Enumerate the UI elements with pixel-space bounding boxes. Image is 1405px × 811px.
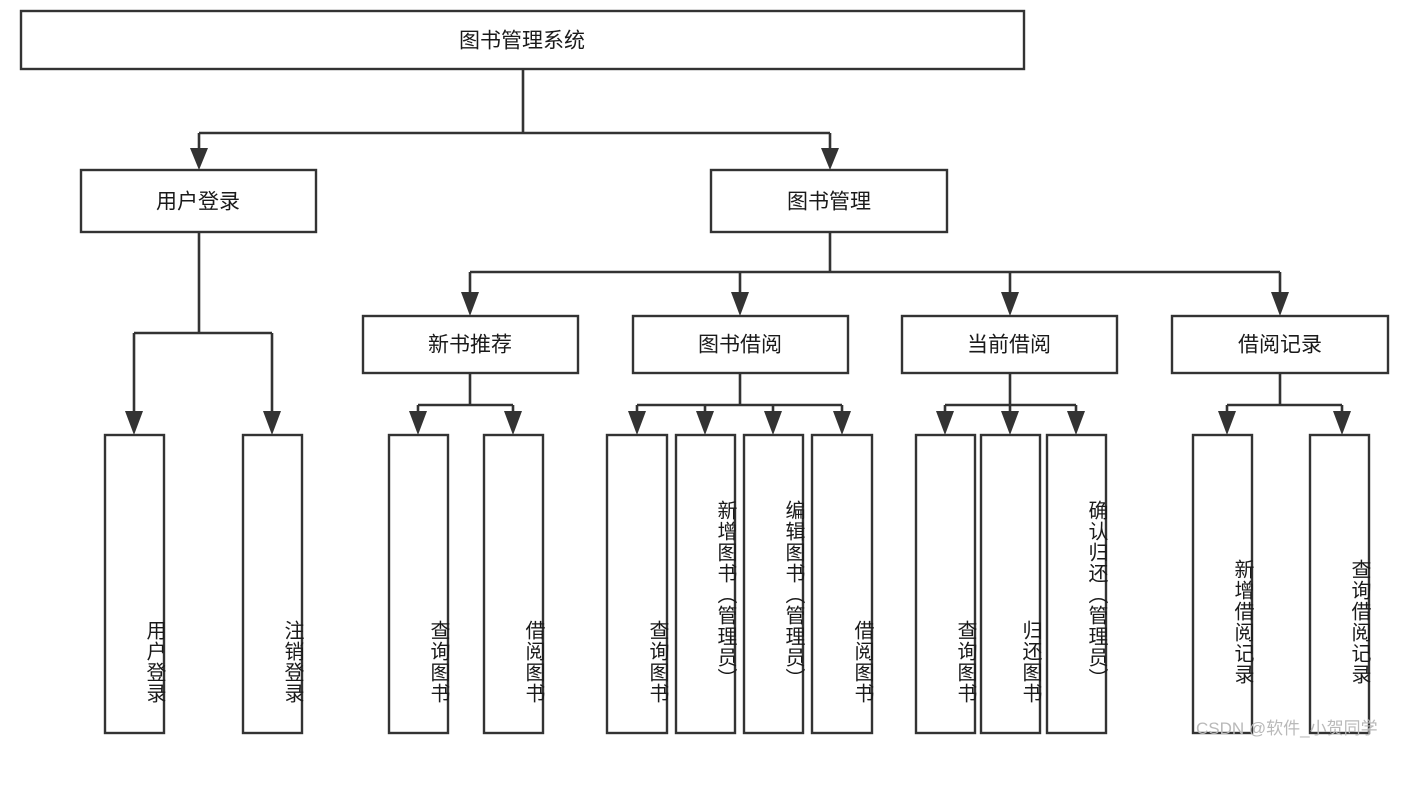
flowchart-canvas: 图书管理系统 用户登录 图书管理 新书推荐 图书借阅 [19,9,1390,738]
node-borrow-record-box[interactable] [1170,314,1390,375]
node-book-borrow[interactable]: 图书借阅 [631,314,850,375]
node-current-borrow[interactable]: 当前借阅 [900,314,1119,375]
node-leaf-edit-book-box[interactable] [742,433,805,735]
arrow-head-leaf-edit-book [764,411,782,435]
arrow-head-borrow-record [1271,292,1289,316]
node-root[interactable]: 图书管理系统 [19,9,1026,71]
arrow-head-leaf-add-record [1218,411,1236,435]
arrow-head-new-book-recommend [461,292,479,316]
arrow-head-user-login [190,148,208,170]
arrow-head-leaf-logout-login [263,411,281,435]
node-leaf-borrow-book-2-box[interactable] [810,433,874,735]
node-new-book-recommend-label: 新书推荐 [428,334,512,357]
node-new-book-recommend-box[interactable] [361,314,580,375]
node-leaf-return-book-box[interactable] [979,433,1042,735]
node-leaf-add-book-box[interactable] [674,433,737,735]
arrow-head-leaf-borrow-book-2 [833,411,851,435]
node-leaf-add-record-box[interactable] [1191,433,1254,735]
arrow-head-leaf-query-book-2 [628,411,646,435]
arrow-head-leaf-borrow-book-1 [504,411,522,435]
arrow-head-leaf-confirm-return [1067,411,1085,435]
arrow-head-book-manage [821,148,839,170]
arrow-head-leaf-query-book-3 [936,411,954,435]
arrow-head-leaf-add-book [696,411,714,435]
arrow-head-leaf-user-login [125,411,143,435]
node-leaf-query-book-2-box[interactable] [605,433,669,735]
arrow-head-leaf-query-record [1333,411,1351,435]
flowchart-svg: 图书管理系统 用户登录 图书管理 新书推荐 图书借阅 [19,9,1390,735]
node-book-manage[interactable]: 图书管理 [709,168,949,234]
arrow-head-current-borrow [1001,292,1019,316]
connector-layer [125,69,1351,435]
node-leaf-logout-login-box[interactable] [241,433,304,735]
node-book-manage-box[interactable] [709,168,949,234]
node-book-borrow-label: 图书借阅 [698,334,782,357]
node-root-box[interactable] [19,9,1026,71]
node-user-login-box[interactable] [79,168,318,234]
node-current-borrow-label: 当前借阅 [967,334,1051,357]
node-layer: 图书管理系统 用户登录 图书管理 新书推荐 图书借阅 [19,9,1390,735]
node-user-login-label: 用户登录 [156,191,240,214]
node-leaf-query-book-3-box[interactable] [914,433,977,735]
node-leaf-confirm-return-box[interactable] [1045,433,1108,735]
node-leaf-query-record-box[interactable] [1308,433,1371,735]
node-root-label: 图书管理系统 [459,30,585,53]
arrow-head-leaf-query-book-1 [409,411,427,435]
node-borrow-record[interactable]: 借阅记录 [1170,314,1390,375]
node-current-borrow-box[interactable] [900,314,1119,375]
csdn-watermark: CSDN @软件_小贺同学 [1196,719,1378,738]
node-leaf-user-login-box[interactable] [103,433,166,735]
arrow-head-leaf-return-book [1001,411,1019,435]
node-book-manage-label: 图书管理 [787,191,871,214]
node-leaf-query-book-1-box[interactable] [387,433,450,735]
node-new-book-recommend[interactable]: 新书推荐 [361,314,580,375]
node-borrow-record-label: 借阅记录 [1238,334,1322,357]
node-book-borrow-box[interactable] [631,314,850,375]
node-user-login[interactable]: 用户登录 [79,168,318,234]
arrow-head-book-borrow [731,292,749,316]
node-leaf-borrow-book-1-box[interactable] [482,433,545,735]
